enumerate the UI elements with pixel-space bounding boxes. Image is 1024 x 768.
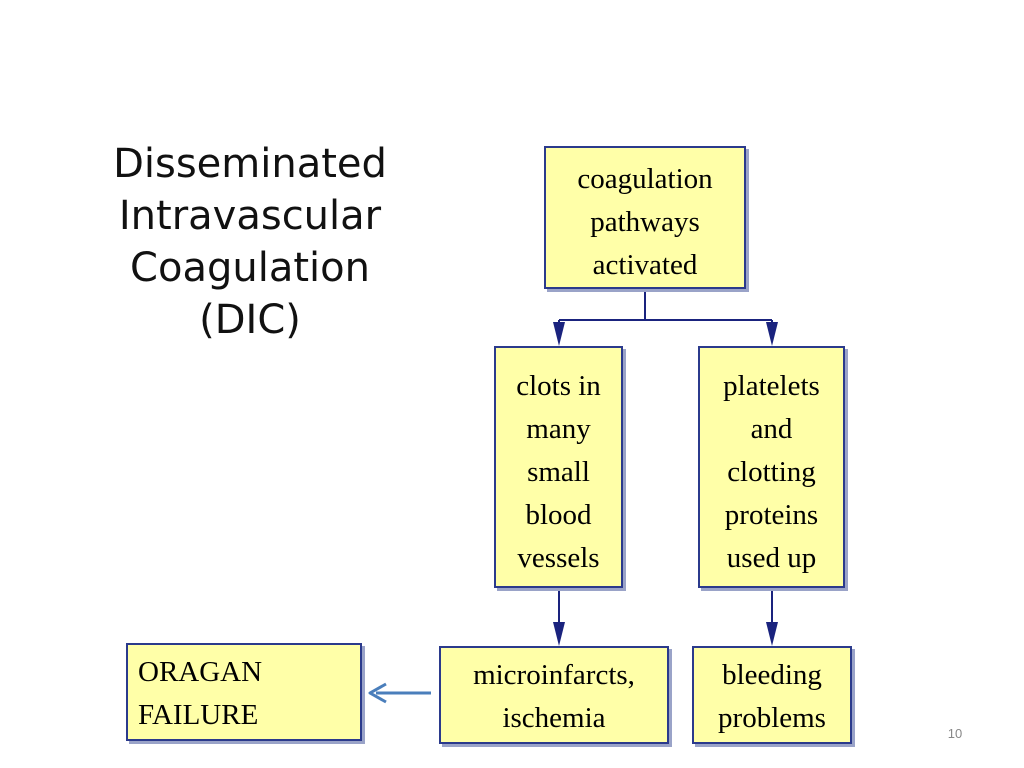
platelets-box: platelets and clotting proteins used up	[698, 346, 845, 588]
box-line: activated	[592, 249, 698, 281]
bleeding-problems-box: bleeding problems	[692, 646, 852, 744]
box-line: microinfarcts,	[473, 659, 635, 691]
title-line: Disseminated	[113, 141, 387, 187]
box-line: coagulation	[577, 163, 713, 195]
box-line: small	[527, 456, 590, 488]
box-line: used up	[726, 542, 817, 574]
title-line: Intravascular	[118, 193, 382, 239]
left-arrow-head	[368, 682, 387, 704]
lower-connectors	[553, 590, 778, 646]
box-line: ORAGAN	[138, 656, 263, 688]
box-line: and	[750, 413, 793, 445]
microinfarcts-box: microinfarcts, ischemia	[439, 646, 669, 744]
box-line: bleeding	[722, 659, 822, 691]
arrowhead-to-microinfarcts	[553, 622, 565, 646]
box-line: clots in	[516, 370, 601, 402]
box-line: FAILURE	[138, 699, 259, 731]
box-line: problems	[718, 702, 826, 734]
page-number: 10	[947, 726, 963, 741]
arrow-to-organ-failure	[368, 682, 431, 704]
box-line: pathways	[590, 206, 700, 238]
box-line: ischemia	[502, 702, 606, 734]
title-line: Coagulation	[130, 245, 370, 291]
box-line: clotting	[727, 456, 816, 488]
box-line: many	[526, 413, 591, 445]
box-line: proteins	[724, 499, 819, 531]
arrowhead-to-platelets	[766, 322, 778, 346]
arrowhead-to-bleeding	[766, 622, 778, 646]
box-line: blood	[525, 499, 592, 531]
box-line: vessels	[517, 542, 600, 574]
slide-title: Disseminated Intravascular Coagulation (…	[60, 138, 440, 346]
coagulation-pathways-box: coagulation pathways activated	[544, 146, 746, 289]
title-line: (DIC)	[199, 297, 301, 343]
split-connector	[553, 291, 778, 346]
box-line: platelets	[723, 370, 820, 402]
clots-box: clots in many small blood vessels	[494, 346, 623, 588]
arrowhead-to-clots	[553, 322, 565, 346]
organ-failure-box: ORAGAN FAILURE	[126, 643, 362, 741]
